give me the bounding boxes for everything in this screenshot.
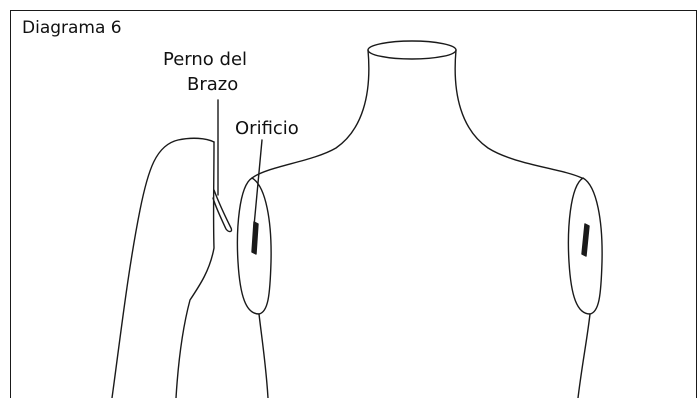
- torso-left-shoulder-line: [251, 49, 370, 179]
- neck-top-cap: [367, 40, 457, 60]
- arm-inner-edge: [175, 141, 215, 398]
- torso-right-shoulder-line: [454, 49, 583, 179]
- arm-pin: [212, 189, 233, 233]
- arm-pin-label-line2: Brazo: [187, 74, 239, 95]
- hole-leader-line: [253, 139, 263, 227]
- right-shoulder-hole: [581, 223, 590, 257]
- torso-left-side: [258, 313, 269, 398]
- arm-outer-edge: [111, 137, 215, 398]
- torso-right-side: [577, 313, 591, 398]
- hole-label: Orificio: [235, 118, 299, 139]
- arm-pin-label-line1: Perno del: [163, 49, 248, 70]
- diagram-title: Diagrama 6: [22, 18, 122, 38]
- left-shoulder-hole: [251, 221, 259, 255]
